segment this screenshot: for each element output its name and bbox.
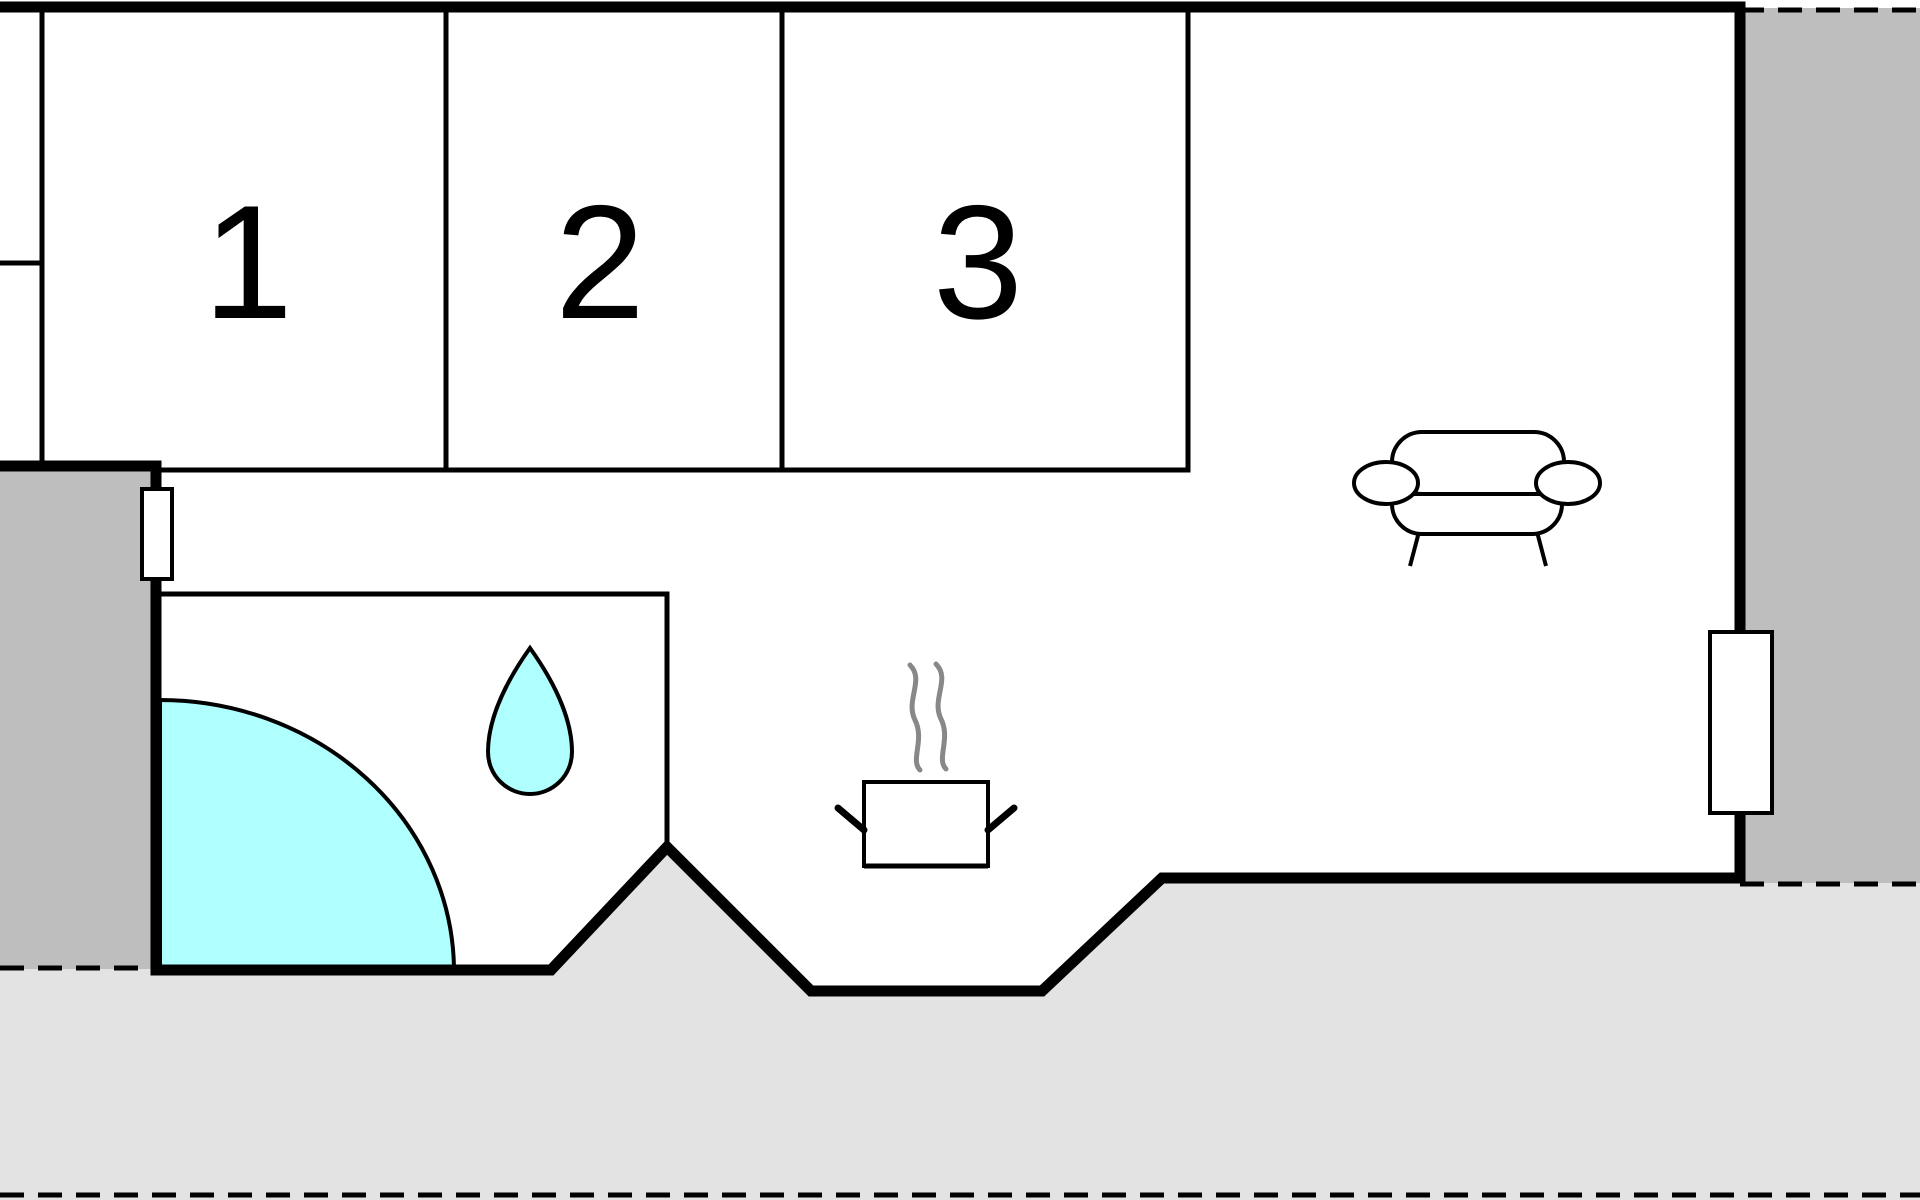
interior-walls: [0, 8, 1191, 847]
sofa-icon: [1352, 430, 1602, 567]
room-bedroom-1: 1: [203, 172, 293, 353]
water-drop-icon: [485, 644, 575, 796]
exterior-walls: [0, 1, 1746, 997]
window-icon: [140, 487, 174, 581]
window-icon: [1708, 630, 1774, 815]
shower-area: [158, 697, 457, 970]
terrace-area: [0, 847, 1920, 1200]
room-bedroom-3: 3: [933, 172, 1023, 353]
neighbor-zone-left: [0, 470, 156, 969]
room-number-3: 3: [933, 172, 1023, 353]
room-bedroom-2: 2: [555, 172, 645, 353]
property-line: [0, 7, 1920, 1198]
cooking-pot-icon: [834, 661, 1018, 869]
room-number-2: 2: [555, 172, 645, 353]
room-number-1: 1: [203, 172, 293, 353]
